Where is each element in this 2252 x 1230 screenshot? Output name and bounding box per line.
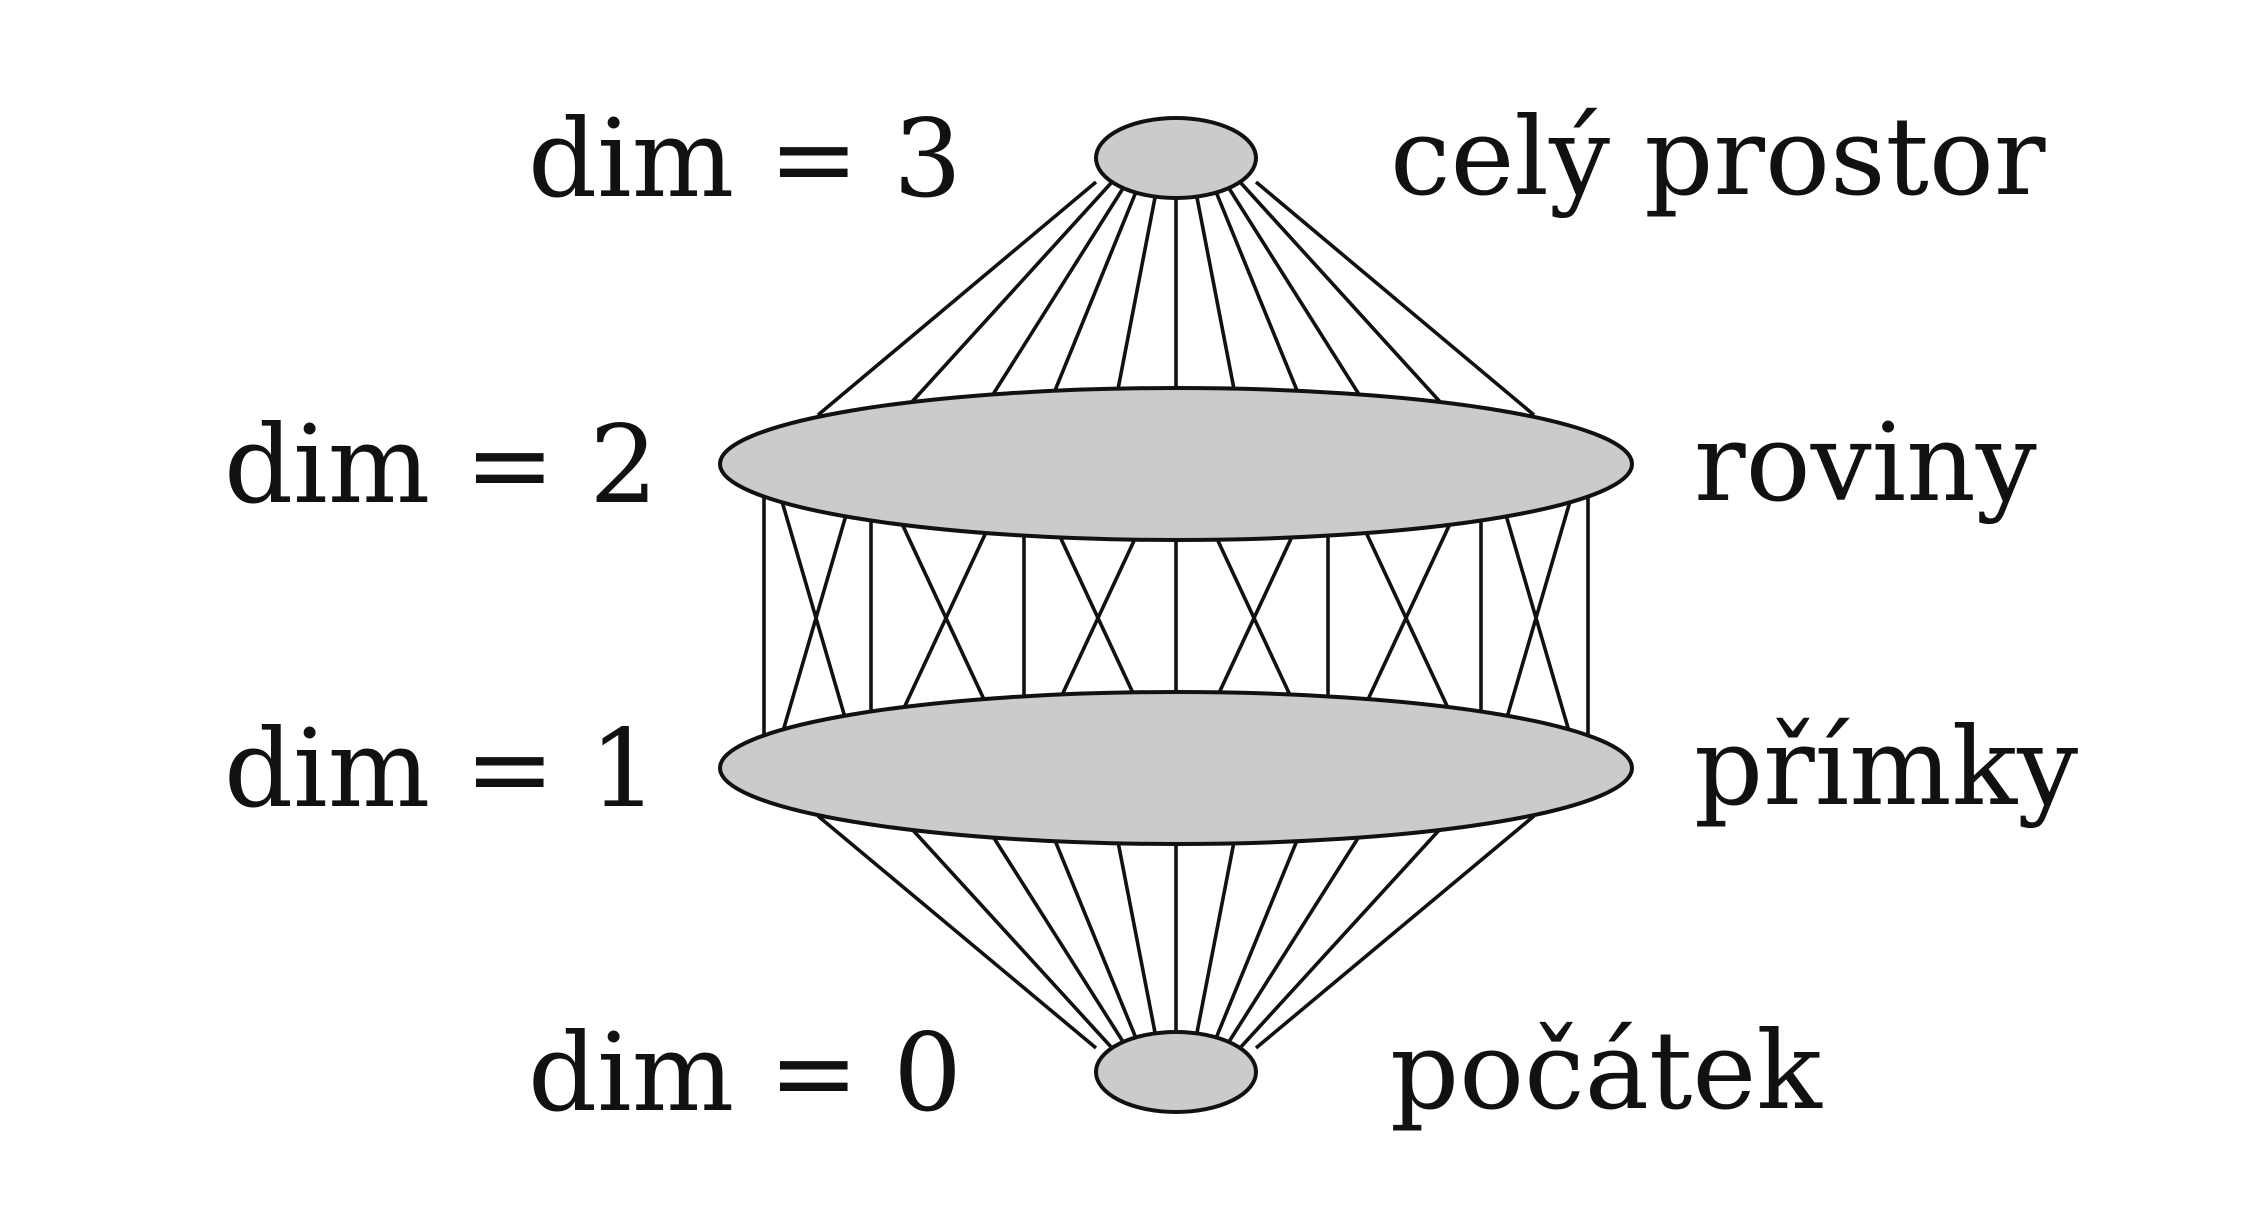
- fan-edge-bottom: [898, 814, 1114, 1050]
- cross-edge: [1499, 497, 1573, 739]
- nodes: [718, 116, 1634, 1114]
- fan-edge-bottom: [1238, 814, 1454, 1050]
- fan-edge-top: [1210, 181, 1309, 416]
- level-name-whole-space: celý prostor: [1390, 95, 2046, 220]
- fan-edge-top: [816, 180, 1098, 417]
- node-lines: [718, 690, 1634, 846]
- fan-edge-bottom: [1254, 814, 1536, 1050]
- cross-edge: [888, 497, 1004, 739]
- edges: [762, 180, 1590, 1050]
- dim-label-1: dim = 1: [224, 707, 658, 832]
- node-planes: [718, 386, 1634, 542]
- fan-edge-bottom: [1043, 815, 1142, 1049]
- fan-edge-top: [1111, 181, 1160, 416]
- node-origin: [1094, 1030, 1258, 1114]
- fan-edge-top: [978, 181, 1129, 416]
- fan-edge-bottom: [1210, 815, 1309, 1049]
- level-name-lines: přímky: [1694, 705, 2079, 830]
- level-name-origin: počátek: [1390, 1009, 1822, 1134]
- dim-label-3: dim = 3: [528, 97, 962, 222]
- fan-edge-top: [1238, 180, 1454, 417]
- fan-edge-top: [1043, 181, 1142, 416]
- cross-edge: [779, 497, 853, 739]
- level-name-planes: roviny: [1694, 401, 2037, 526]
- dim-label-0: dim = 0: [528, 1011, 962, 1136]
- fan-edge-bottom: [1223, 815, 1374, 1049]
- fan-edge-top: [1223, 181, 1374, 416]
- fan-edge-bottom: [1192, 815, 1241, 1049]
- fan-edge-top: [1192, 181, 1241, 416]
- fan-edge-top: [898, 180, 1114, 417]
- node-whole-space: [1094, 116, 1258, 200]
- fan-edge-bottom: [816, 814, 1098, 1050]
- fan-edge-bottom: [978, 815, 1129, 1049]
- fan-edge-top: [1254, 180, 1536, 417]
- dim-label-2: dim = 2: [224, 403, 658, 528]
- fan-edge-bottom: [1111, 815, 1160, 1049]
